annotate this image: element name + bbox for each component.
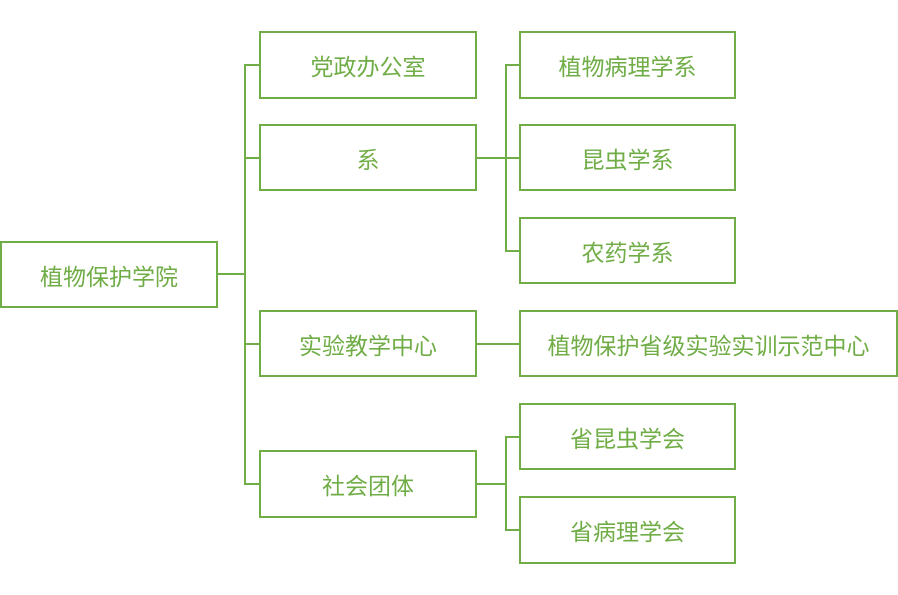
connector-societies-out xyxy=(476,483,506,485)
node-label: 农药学系 xyxy=(581,240,674,267)
node-societies[interactable]: 社会团体 xyxy=(259,450,477,518)
node-dept-pathology[interactable]: 植物病理学系 xyxy=(519,31,736,99)
node-label: 省病理学会 xyxy=(570,520,685,546)
connector-dept-pathology xyxy=(505,64,520,66)
connector-departments-out xyxy=(476,157,506,159)
node-label: 社会团体 xyxy=(322,474,414,500)
connector-party-office xyxy=(244,64,260,66)
connector-societies-branch xyxy=(505,436,507,530)
node-label: 植物保护学院 xyxy=(40,264,178,291)
node-label: 植物保护省级实验实训示范中心 xyxy=(547,333,870,360)
node-entomology-society[interactable]: 省昆虫学会 xyxy=(519,403,736,470)
connector-dept-entomology xyxy=(505,157,520,159)
connector-departments xyxy=(244,157,260,159)
connector-pathology-society xyxy=(505,529,520,531)
connector-entomology-society xyxy=(505,436,520,438)
node-label: 昆虫学系 xyxy=(581,147,674,174)
node-label: 党政办公室 xyxy=(310,55,426,81)
node-dept-entomology[interactable]: 昆虫学系 xyxy=(519,124,736,191)
node-label: 系 xyxy=(356,147,380,174)
node-root[interactable]: 植物保护学院 xyxy=(0,241,218,308)
node-provincial-lab-center[interactable]: 植物保护省级实验实训示范中心 xyxy=(519,310,898,377)
node-label: 植物病理学系 xyxy=(558,55,697,81)
node-lab-center[interactable]: 实验教学中心 xyxy=(259,310,477,377)
connector-trunk xyxy=(244,64,246,485)
connector-lab-center xyxy=(244,343,260,345)
node-party-office[interactable]: 党政办公室 xyxy=(259,31,477,99)
connector-root xyxy=(217,273,245,275)
node-departments[interactable]: 系 xyxy=(259,124,477,191)
connector-lab-center-out xyxy=(476,343,520,345)
connector-societies xyxy=(244,483,260,485)
node-label: 省昆虫学会 xyxy=(570,426,685,453)
connector-dept-pesticide xyxy=(505,250,520,252)
node-pathology-society[interactable]: 省病理学会 xyxy=(519,496,736,564)
node-label: 实验教学中心 xyxy=(299,333,437,360)
node-dept-pesticide[interactable]: 农药学系 xyxy=(519,217,736,284)
